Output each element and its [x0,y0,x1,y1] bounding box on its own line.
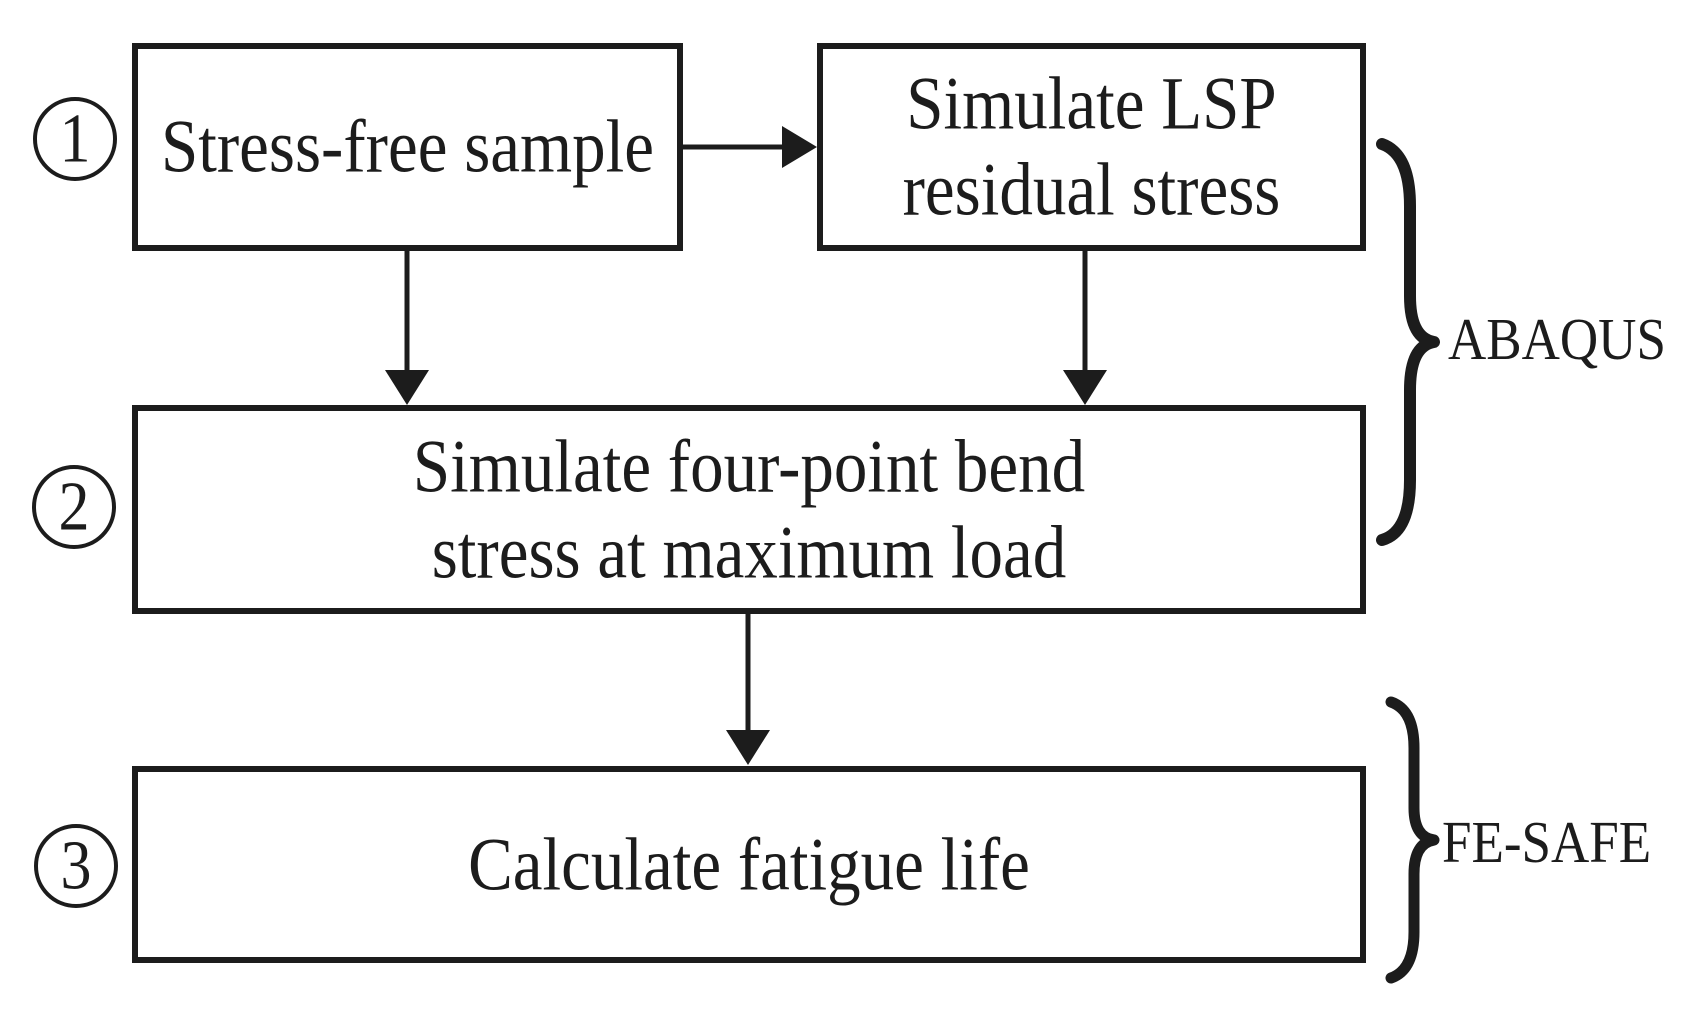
arrow-down-head-icon [726,730,770,765]
step-marker-2: 2 [32,465,116,549]
node-four-point-bend-line2: stress at maximum load [431,511,1067,594]
abaqus-group-brace-icon [1376,138,1440,546]
fesafe-group-label: FE-SAFE [1442,810,1652,876]
node-calculate-fatigue-life-label: Calculate fatigue life [468,823,1030,906]
arrow-down-connector-right [1063,251,1107,405]
abaqus-group-label: ABAQUS [1448,307,1666,373]
arrow-right-head-icon [782,126,817,168]
node-stress-free-sample-label: Stress-free sample [160,105,654,189]
arrow-down-connector-center [726,614,770,765]
step-marker-2-digit: 2 [58,468,90,546]
node-calculate-fatigue-life: Calculate fatigue life [132,766,1366,963]
arrow-down-head-icon [385,370,429,405]
fesafe-group-brace-icon [1385,696,1440,984]
step-marker-1-digit: 1 [59,100,91,178]
step-marker-1: 1 [33,97,117,181]
node-simulate-lsp-residual-stress: Simulate LSP residual stress [817,43,1366,251]
arrow-down-head-icon [1063,370,1107,405]
arrow-right-connector [682,126,817,168]
node-four-point-bend: Simulate four-point bend stress at maxim… [132,405,1366,614]
node-simulate-lsp-line2: residual stress [902,148,1281,232]
node-stress-free-sample: Stress-free sample [132,43,683,251]
arrow-down-connector-left [385,251,429,405]
step-marker-3-digit: 3 [60,827,92,905]
node-simulate-lsp-line1: Simulate LSP [906,62,1277,146]
node-four-point-bend-line1: Simulate four-point bend [412,425,1086,508]
step-marker-3: 3 [34,824,118,908]
